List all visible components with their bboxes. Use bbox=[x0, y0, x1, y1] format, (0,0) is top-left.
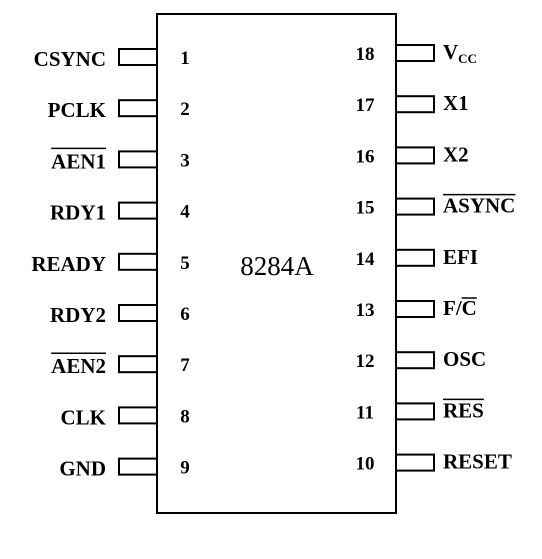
pin-number: 10 bbox=[356, 454, 375, 475]
pin-lead bbox=[118, 201, 158, 220]
pin-lead bbox=[118, 355, 158, 374]
pin-number: 8 bbox=[180, 406, 190, 427]
pin-name: PCLK bbox=[48, 98, 107, 122]
pin-name: RDY2 bbox=[50, 303, 106, 327]
pin-number: 13 bbox=[356, 300, 375, 321]
pin-number: 9 bbox=[180, 458, 190, 479]
pin-lead bbox=[118, 457, 158, 476]
pin-right-17: 17 X1 bbox=[356, 91, 469, 116]
pin-left-2: 2 PCLK bbox=[48, 98, 190, 122]
pin-name: VCC bbox=[443, 40, 477, 66]
left-pins: 1 CSYNC 2 PCLK 3 AEN1 4 RDY1 5 READY 6 RDY2 7 AEN2 8 CL… bbox=[31, 47, 190, 481]
pin-left-5: 5 READY bbox=[31, 252, 189, 276]
pin-number: 12 bbox=[356, 351, 375, 372]
pin-lead bbox=[118, 99, 158, 118]
pin-number: 14 bbox=[356, 249, 376, 270]
pin-right-11: 11 RES bbox=[356, 398, 484, 423]
pin-right-15: 15 ASYNC bbox=[356, 194, 516, 219]
pin-number: 7 bbox=[180, 355, 190, 376]
pin-left-9: 9 GND bbox=[59, 457, 189, 481]
pin-name: RDY1 bbox=[50, 201, 106, 225]
pin-number: 1 bbox=[180, 48, 190, 69]
pin-name: CLK bbox=[60, 405, 106, 429]
pin-lead bbox=[118, 252, 158, 271]
pin-number: 11 bbox=[356, 402, 374, 423]
pin-right-13: 13 F/C bbox=[356, 296, 477, 321]
pin-name: X1 bbox=[443, 91, 469, 115]
pin-number: 16 bbox=[356, 146, 375, 167]
pin-lead bbox=[395, 146, 435, 165]
pin-lead bbox=[118, 48, 158, 66]
pin-right-10: 10 RESET bbox=[356, 450, 512, 475]
pin-name: X2 bbox=[443, 142, 469, 166]
pin-lead bbox=[395, 95, 435, 114]
pin-left-3: 3 AEN1 bbox=[51, 147, 190, 173]
pin-number: 17 bbox=[356, 95, 376, 116]
pin-lead bbox=[395, 44, 435, 62]
pin-right-12: 12 OSC bbox=[356, 347, 487, 372]
pin-lead bbox=[118, 304, 158, 322]
pin-name: READY bbox=[31, 252, 106, 276]
pin-name: GND bbox=[59, 457, 106, 481]
pin-name: EFI bbox=[443, 245, 478, 269]
pin-lead bbox=[395, 351, 435, 370]
pin-number: 2 bbox=[180, 99, 190, 120]
pin-lead bbox=[395, 197, 435, 216]
pin-name: AEN1 bbox=[51, 149, 106, 173]
pin-right-18: 18 VCC bbox=[356, 40, 477, 66]
pin-number: 3 bbox=[180, 150, 190, 171]
pin-number: 6 bbox=[180, 304, 190, 325]
pin-name: RESET bbox=[443, 450, 512, 474]
pin-lead bbox=[395, 402, 435, 421]
pin-name: AEN2 bbox=[51, 354, 106, 378]
chip-label: 8284A bbox=[240, 251, 314, 281]
pin-left-7: 7 AEN2 bbox=[51, 352, 190, 378]
pin-lead bbox=[118, 150, 158, 169]
pin-right-14: 14 EFI bbox=[356, 245, 479, 270]
pin-number: 5 bbox=[180, 253, 190, 274]
pin-name: F/C bbox=[443, 296, 477, 320]
pin-name: OSC bbox=[443, 347, 486, 371]
pin-name: RES bbox=[443, 398, 484, 422]
pin-left-6: 6 RDY2 bbox=[50, 303, 190, 327]
pin-number: 15 bbox=[356, 198, 375, 219]
pin-lead bbox=[395, 300, 435, 318]
pin-lead bbox=[395, 248, 435, 267]
pin-name: CSYNC bbox=[34, 47, 106, 71]
pin-right-16: 16 X2 bbox=[356, 142, 469, 167]
pin-left-1: 1 CSYNC bbox=[34, 47, 190, 71]
pin-name: ASYNC bbox=[443, 194, 515, 218]
pin-lead bbox=[395, 453, 435, 472]
pin-number: 18 bbox=[356, 44, 375, 65]
pin-left-8: 8 CLK bbox=[60, 405, 189, 429]
pin-number: 4 bbox=[180, 202, 190, 223]
pin-lead bbox=[118, 406, 158, 425]
pin-left-4: 4 RDY1 bbox=[50, 201, 190, 225]
